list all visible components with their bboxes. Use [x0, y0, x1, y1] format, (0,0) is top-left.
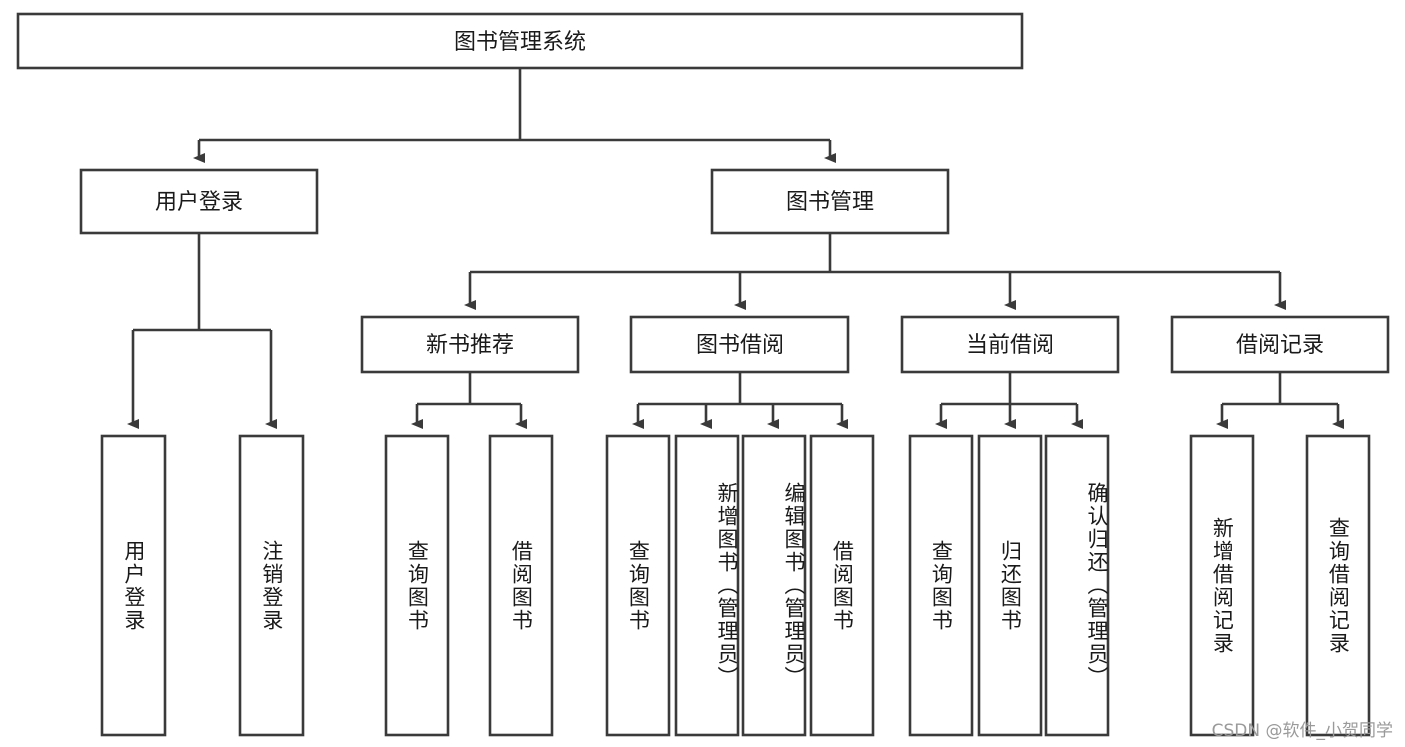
connector-group-borrow-record — [1216, 372, 1344, 429]
leaf-box[interactable] — [741, 434, 807, 737]
node-new-book-recommend[interactable]: 新书推荐 — [360, 315, 580, 374]
node-book-borrow[interactable]: 图书借阅 — [629, 315, 850, 374]
node-borrow-record-label: 借阅记录 — [1236, 333, 1324, 358]
node-user-login[interactable]: 用户登录 — [79, 168, 319, 235]
connector-group-current-borrow — [935, 372, 1083, 429]
leaf-group-borrow-record — [1189, 434, 1371, 737]
node-book-manage[interactable]: 图书管理 — [710, 168, 950, 235]
leaf-box[interactable] — [809, 434, 875, 737]
leaf-box[interactable] — [605, 434, 671, 737]
leaf-group-current-borrow — [908, 434, 1110, 737]
leaf-box[interactable] — [488, 434, 554, 737]
leaf-box[interactable] — [1189, 434, 1255, 737]
leaf-box[interactable] — [100, 434, 167, 737]
connector-group-root — [193, 68, 836, 163]
leaf-box[interactable] — [238, 434, 305, 737]
leaf-box[interactable] — [977, 434, 1043, 737]
leaf-box[interactable] — [674, 434, 740, 737]
leaf-group-new-book-recommend — [384, 434, 554, 737]
csdn-watermark: CSDN @软件_小贺同学 — [1211, 721, 1393, 741]
leaf-box[interactable] — [384, 434, 450, 737]
connector-group-book-manage — [464, 233, 1286, 310]
node-current-borrow[interactable]: 当前借阅 — [900, 315, 1120, 374]
leaf-box[interactable] — [1044, 434, 1110, 737]
node-new-book-recommend-label: 新书推荐 — [426, 333, 514, 358]
leaf-box[interactable] — [1305, 434, 1371, 737]
leaf-group-user-login — [100, 434, 305, 737]
node-current-borrow-label: 当前借阅 — [966, 333, 1054, 358]
node-book-manage-label: 图书管理 — [786, 190, 874, 215]
node-root-label: 图书管理系统 — [454, 30, 586, 55]
node-root[interactable]: 图书管理系统 — [16, 12, 1024, 70]
node-book-borrow-label: 图书借阅 — [696, 333, 784, 358]
connector-group-book-borrow — [632, 372, 848, 429]
node-user-login-label: 用户登录 — [155, 190, 243, 215]
node-borrow-record[interactable]: 借阅记录 — [1170, 315, 1390, 374]
connector-group-user-login — [127, 233, 277, 429]
leaf-group-book-borrow — [605, 434, 875, 737]
connector-group-new-book — [411, 372, 527, 429]
leaf-box[interactable] — [908, 434, 974, 737]
